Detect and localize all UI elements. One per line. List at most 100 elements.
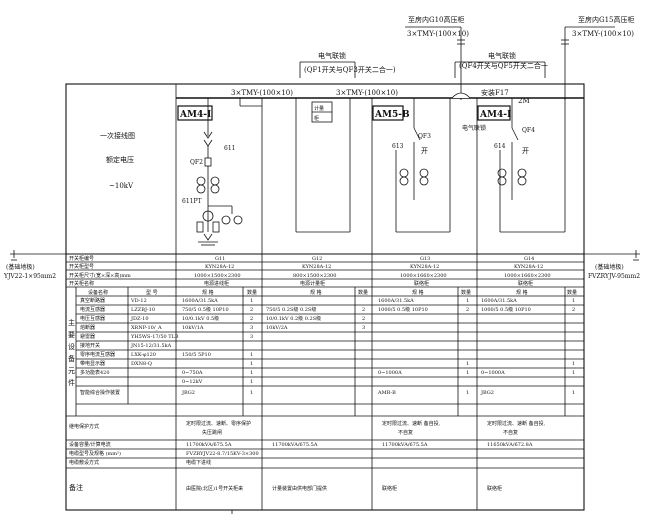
hdr-g13-size: 1000×1660×2300 [400,273,447,279]
row-4-model: YH5WS-17/50 TLB [130,334,179,340]
interlock1-title: 电气联锁 [318,51,346,60]
panel-title: 一次接线图 [100,131,135,140]
row-2-g11-qty: 2 [250,316,253,322]
row-5-name: 接地开关 [80,342,100,349]
row-0-g11-spec: 1600A/31.5kA [182,298,218,304]
row-7-g13-qty: 1 [466,361,469,367]
label-open-1: 开 [421,147,428,155]
row-0-name: 真空断路器 [80,297,105,304]
hdr-label-1: 开关柜型号 [69,263,94,270]
bottom-row-2-label: 电缆型号及规格 (mm²) [69,450,121,457]
panel-voltage-label: 额定电压 [106,155,134,164]
row-7-g14-qty: 1 [572,361,575,367]
bottom-row-4-col-0: 由医院(北区)1号开关柜来 [186,485,243,492]
row-6-name: 零序电流互感器 [80,351,115,358]
bus-label-2: 3×TMY-(100×10) [336,89,398,97]
row-4-name: 避雷器 [80,333,95,340]
bottom-row-0-col-2-b: 不自复 [398,429,413,436]
row-1-g13-spec: 1000/5 0.5级 10P10 [378,306,428,313]
bottom-row-4-label: 备注 [69,483,83,492]
hdr-g13-name: 联络柜 [414,280,429,287]
label-611pt: 611PT [182,198,202,205]
row-2-model: JDZ-10 [130,316,149,322]
bottom-row-0-label: 继电保护方式 [69,423,99,430]
row-2-g11-spec: 10/0.1kV 0.5级 [182,315,219,322]
bottom-row-3-label: 电缆敷设方式 [69,459,99,466]
row-1-g14-qty: 2 [572,307,575,313]
label-611: 611 [224,145,235,152]
bottom-row-2-col-0: FVZRYJV22-8.7/15KV-3×300 [186,451,259,457]
hdr-g14-no: G14 [524,256,534,262]
feeder-right-cable: 3×TMY-(100×10) [572,30,634,38]
meter-box-a: 计量 [314,105,324,112]
row-8-name: 多功能表420 [80,369,110,376]
interlock2-title: 电气联锁 [488,51,516,60]
ground-right-cable: FVZRYJV-95mm2 [588,273,640,280]
interlock1-text: (QF1开关与QF3开关二合一) [304,65,396,74]
hdr-g12-name: 电源计量柜 [300,280,325,287]
sub-spec-g13: 规 格 [412,289,424,296]
dim-2m: 2M [518,97,530,105]
row-1-g11-spec: 750/5 0.5级 10P10 [182,306,229,313]
bottom-row-0-col-3-b: 不自复 [503,429,518,436]
row-6-g11-qty: 1 [250,352,253,358]
row-3-g12-spec: 10kV/2A [266,325,288,331]
panel-voltage-value: ~10kV [109,182,134,190]
row-8-g13-qty: 1 [466,370,469,376]
bottom-row-1-col-3: 11650kVA/672.8A [487,442,533,448]
row-3-model: XRNP-10/_A [131,325,162,331]
hdr-g11-no: G11 [215,256,225,262]
bottom-row-0-col-0-b: 失压跳闸 [202,429,222,436]
row-3-name: 熔断器 [80,324,95,331]
bottom-row-0-col-0-a: 定时限过流、速断、零序保护 [186,420,251,427]
feeder-left-cable: 3×TMY-(100×10) [407,30,469,38]
hdr-label-3: 开关柜名称 [69,280,94,287]
am5-label: AM5-B [374,110,410,120]
row-7-name: 带电显示器 [80,360,105,367]
row-3-g12-qty: 3 [362,325,365,331]
hdr-g11-size: 1000×1500×2300 [194,273,241,279]
am4-label-2: AM4-I [479,110,511,120]
bottom-row-4-col-2: 联络柜 [382,485,397,492]
row-0-g11-qty: 1 [250,298,253,304]
row-3-g11-qty: 3 [250,325,253,331]
row-2-g12-qty: 2 [362,316,365,322]
hdr-g12-no: G12 [312,256,322,262]
row-1-model: LZZBJ-10 [131,307,155,313]
hdr-g14-size: 1000×1660×2300 [504,273,551,279]
row-2-g12-spec: 10/0.1kV 0.2级 0.2S级 [266,315,321,322]
row-10-g11-spec: JBG2 [181,390,195,396]
row-1-g12-qty: 2 [362,307,365,313]
row-0-model: VD-12 [130,298,147,304]
row-9-g11-qty: 1 [250,379,253,385]
label-elock: 电气联锁 [462,124,486,132]
bottom-row-4-col-1: 计量装置由供电部门提供 [272,485,327,492]
row-10-g14-spec: JBG2 [480,390,494,396]
hdr-label-2: 开关柜尺寸(宽×深×高)mm [69,272,131,279]
row-10-g14-qty: 1 [572,390,575,396]
ground-left-label: (基础地极) [6,263,35,271]
row-1-g13-qty: 2 [466,307,469,313]
sub-name: 设备名称 [88,289,108,296]
bus-label-1: 3×TMY-(100×10) [231,89,293,97]
row-7-g11-qty: 1 [250,361,253,367]
row-3-g11-spec: 10kV/1A [182,325,204,331]
bottom-row-0-col-2-a: 定时限过流、速断 备自投, [382,420,441,427]
hdr-g14-name: 联络柜 [518,280,533,287]
ground-left-cable: YJV22-1×95mm2 [3,273,56,280]
install-note: 安装F17 [481,88,509,97]
label-open-2: 开 [522,147,529,155]
hdr-g12-size: 800×1500×2300 [293,273,336,279]
bottom-row-3-col-0: 电缆下进线 [186,459,211,466]
sub-spec-g11: 规 格 [202,289,214,296]
feeder-right-label: 至房内G15高压柜 [578,15,635,24]
row-8-g11-spec: 0~750A [182,370,203,376]
sub-model: 型 号 [146,289,158,296]
hdr-label-0: 开关柜编号 [69,255,94,262]
row-8-g14-qty: 1 [572,370,575,376]
row-7-model: DXN8-Q [131,361,152,367]
bottom-row-4-col-3: 联络柜 [487,485,502,492]
row-2-name: 电压互感器 [80,315,105,322]
label-qf3: QF3 [418,133,431,140]
bottom-row-1-col-1: 11700kVA/675.5A [272,442,318,448]
